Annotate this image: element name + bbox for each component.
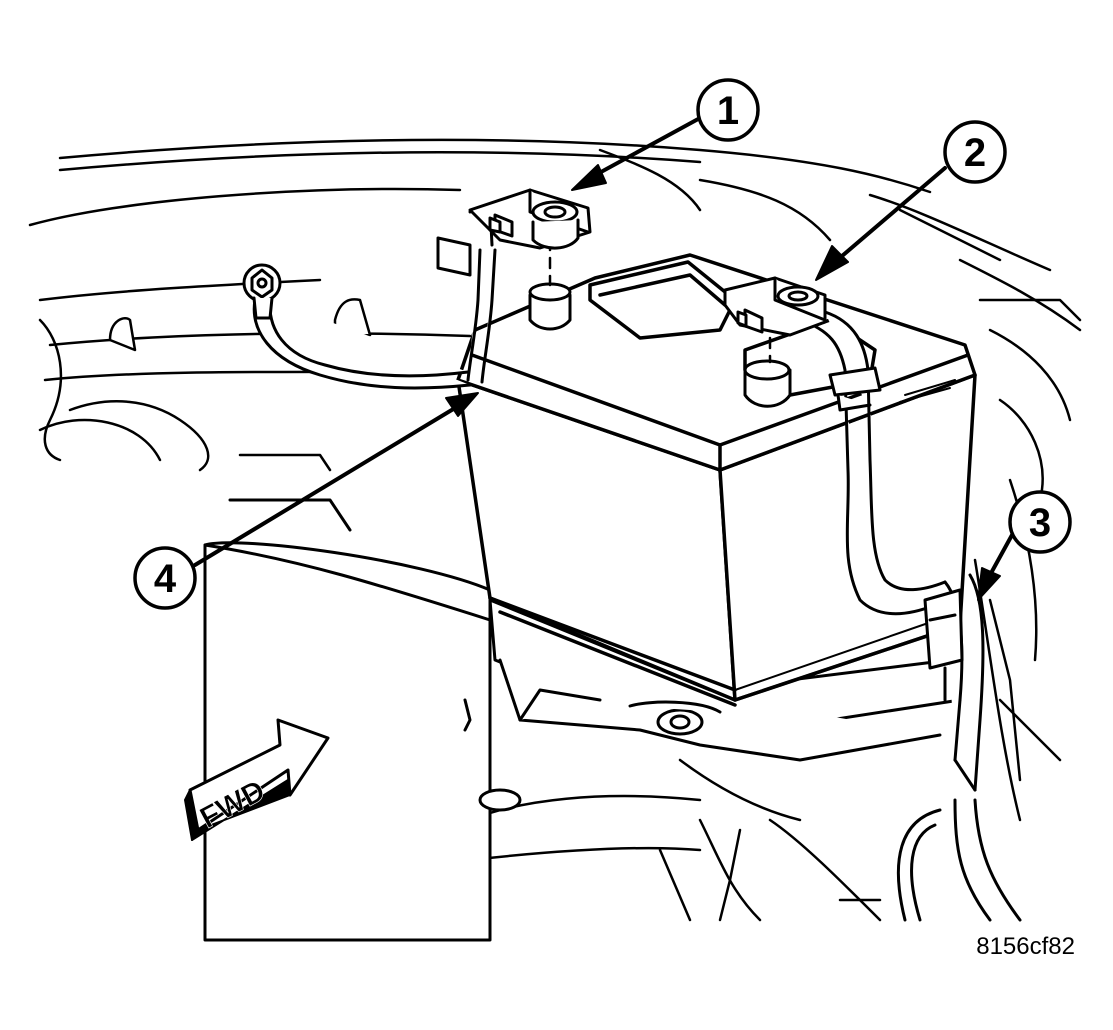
callout-1-label: 1 [717, 89, 739, 133]
callout-2-label: 2 [964, 131, 986, 175]
callout-1: 1 [696, 78, 760, 142]
callout-4-label: 4 [154, 557, 177, 601]
figure-id: 8156cf82 [976, 933, 1075, 960]
leader-arrowheads [445, 164, 1001, 601]
positive-terminal-clamp [723, 276, 827, 337]
air-cleaner-housing [203, 498, 492, 942]
negative-cable [242, 203, 497, 390]
negative-terminal-clamp [468, 188, 592, 250]
callout-3: 3 [1008, 490, 1072, 554]
callout-4: 4 [133, 546, 197, 610]
positive-cable [798, 310, 1022, 922]
engine-compartment-background [28, 138, 1082, 922]
leader-lines [193, 116, 1014, 577]
battery-posts [528, 282, 792, 408]
callout-3-label: 3 [1029, 501, 1051, 545]
callout-2: 2 [943, 120, 1007, 184]
